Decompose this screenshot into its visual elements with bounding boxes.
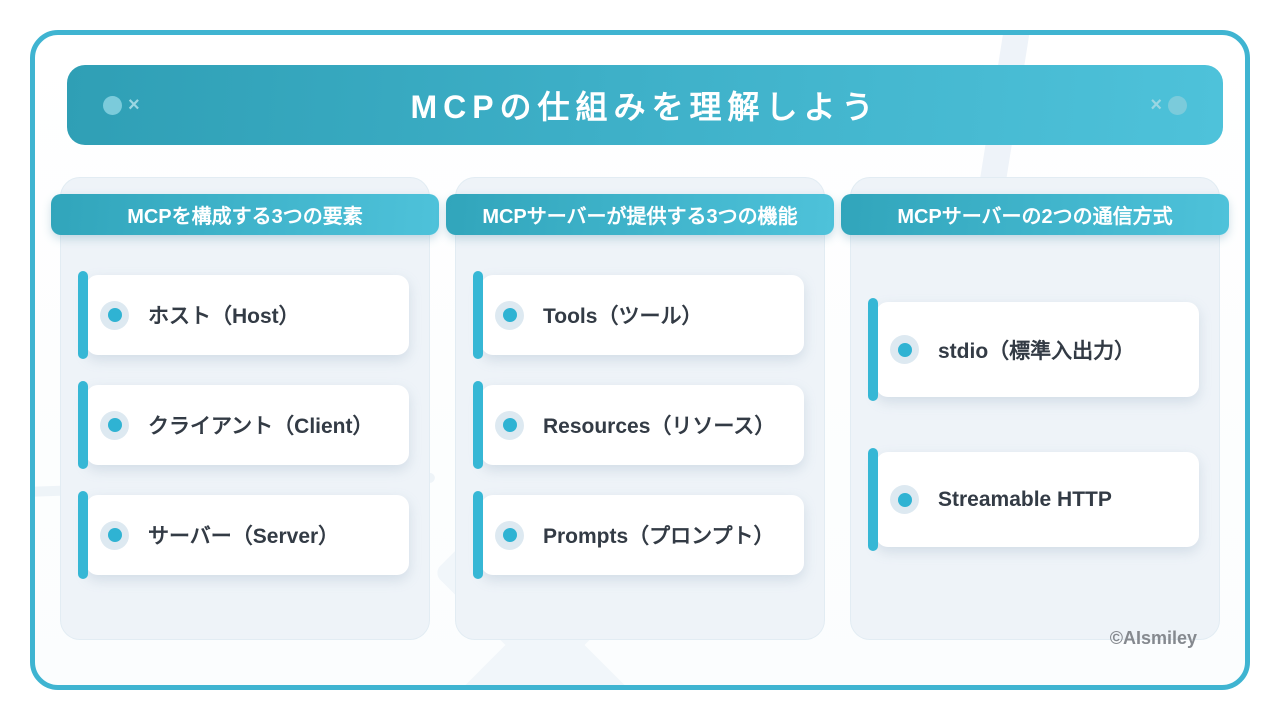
dot-icon bbox=[103, 95, 122, 115]
columns-row: MCPを構成する3つの要素 ホスト（Host） クライアント（Client） サ… bbox=[35, 177, 1245, 640]
bullet-dot-icon bbox=[495, 410, 524, 440]
column-header-badge: MCPサーバーが提供する3つの機能 bbox=[446, 194, 834, 235]
item-label: Tools（ツール） bbox=[543, 305, 703, 328]
column-mcp-server-features: MCPサーバーが提供する3つの機能 Tools（ツール） Resources（リ… bbox=[446, 177, 834, 640]
bullet-dot-icon bbox=[495, 300, 524, 330]
column-header-label: MCPサーバーの2つの通信方式 bbox=[897, 206, 1173, 228]
list-item: ホスト（Host） bbox=[78, 271, 409, 359]
column-header-badge: MCPサーバーの2つの通信方式 bbox=[841, 194, 1229, 235]
column-mcp-transports: MCPサーバーの2つの通信方式 stdio（標準入出力） Streamable … bbox=[841, 177, 1229, 640]
item-list: stdio（標準入出力） Streamable HTTP bbox=[851, 235, 1219, 551]
item-label: stdio（標準入出力） bbox=[938, 339, 1136, 363]
copyright-credit: ©AIsmiley bbox=[1109, 628, 1197, 648]
slide-frame: × MCPの仕組みを理解しよう × MCPを構成する3つの要素 ホスト（Host… bbox=[30, 30, 1250, 690]
bullet-dot-icon bbox=[890, 335, 919, 364]
bullet-dot-icon bbox=[100, 520, 129, 550]
item-label: Prompts（プロンプト） bbox=[543, 525, 775, 548]
item-label: ホスト（Host） bbox=[148, 305, 300, 328]
header-bar: × MCPの仕組みを理解しよう × bbox=[67, 65, 1223, 145]
item-label: Streamable HTTP bbox=[938, 487, 1112, 511]
bullet-dot-icon bbox=[100, 410, 129, 440]
item-list: Tools（ツール） Resources（リソース） Prompts（プロンプト… bbox=[456, 235, 824, 579]
column-mcp-elements: MCPを構成する3つの要素 ホスト（Host） クライアント（Client） サ… bbox=[51, 177, 439, 640]
column-header-label: MCPサーバーが提供する3つの機能 bbox=[482, 206, 798, 228]
column-header-badge: MCPを構成する3つの要素 bbox=[51, 194, 439, 235]
list-item: stdio（標準入出力） bbox=[868, 298, 1199, 401]
cross-icon: × bbox=[128, 94, 140, 116]
bullet-dot-icon bbox=[495, 520, 524, 550]
dot-icon bbox=[1168, 95, 1187, 115]
bullet-dot-icon bbox=[890, 485, 919, 514]
list-item: Resources（リソース） bbox=[473, 381, 804, 469]
list-item: サーバー（Server） bbox=[78, 491, 409, 579]
item-label: サーバー（Server） bbox=[148, 525, 340, 548]
item-label: Resources（リソース） bbox=[543, 415, 776, 438]
bullet-dot-icon bbox=[100, 300, 129, 330]
header-decoration-right: × bbox=[1150, 65, 1187, 145]
list-item: Streamable HTTP bbox=[868, 448, 1199, 551]
item-list: ホスト（Host） クライアント（Client） サーバー（Server） bbox=[61, 235, 429, 579]
item-label: クライアント（Client） bbox=[148, 415, 374, 438]
list-item: Prompts（プロンプト） bbox=[473, 491, 804, 579]
header-decoration-left: × bbox=[103, 65, 140, 145]
cross-icon: × bbox=[1150, 94, 1162, 116]
column-header-label: MCPを構成する3つの要素 bbox=[127, 206, 363, 228]
list-item: クライアント（Client） bbox=[78, 381, 409, 469]
list-item: Tools（ツール） bbox=[473, 271, 804, 359]
page-title: MCPの仕組みを理解しよう bbox=[410, 89, 880, 125]
